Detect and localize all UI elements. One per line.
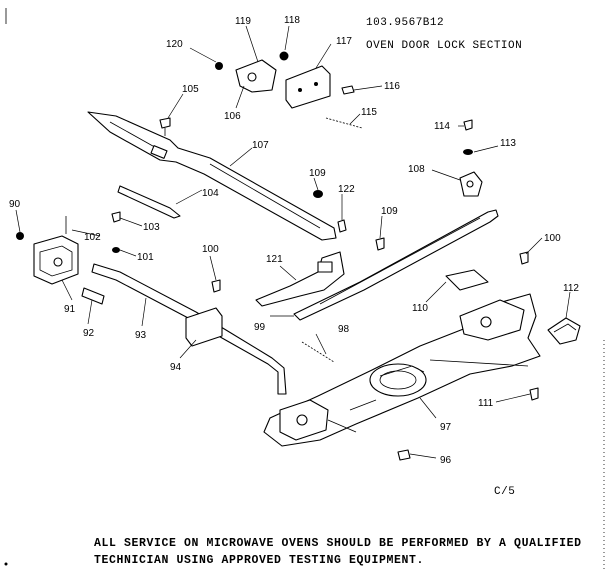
callout-96: 96: [440, 455, 452, 466]
callout-102: 102: [84, 232, 101, 243]
callout-118: 118: [284, 15, 300, 26]
part-112-cam-knob: [547, 317, 581, 345]
part-98-spring: [301, 341, 335, 363]
part-121-latch-bracket: [255, 251, 345, 307]
callout-120: 120: [166, 39, 183, 50]
part-122-screw: [337, 219, 347, 233]
part-103-screw: [111, 211, 121, 223]
callout-109-lower: 109: [381, 206, 398, 217]
callout-107: 107: [252, 140, 269, 151]
callout-119: 119: [235, 16, 251, 27]
callout-117: 117: [336, 36, 352, 47]
callout-100-right: 100: [544, 233, 561, 244]
callout-99: 99: [254, 322, 266, 333]
callout-116: 116: [384, 81, 400, 92]
callout-112: 112: [563, 283, 579, 294]
callout-93: 93: [135, 330, 147, 341]
part-109-screw-upper: [313, 190, 323, 198]
part-97-latch-base-plate: [263, 293, 541, 447]
callout-103: 103: [143, 222, 160, 233]
part-118-rivet: [279, 51, 289, 61]
callout-104: 104: [202, 188, 219, 199]
part-101-washer: [112, 247, 120, 253]
part-92-link: [81, 287, 105, 305]
callout-110: 110: [412, 303, 428, 314]
callout-105: 105: [182, 84, 199, 95]
callout-114: 114: [434, 121, 450, 132]
part-108-actuator: [459, 171, 483, 197]
part-96-screw: [397, 449, 411, 461]
part-116-screw: [341, 85, 355, 95]
footer-note-line1: ALL SERVICE ON MICROWAVE OVENS SHOULD BE…: [94, 537, 582, 550]
part-110-plate: [445, 269, 489, 291]
part-100-screw-right: [519, 251, 529, 265]
callout-108: 108: [408, 164, 425, 175]
callout-121: 121: [266, 254, 283, 265]
part-117-bracket: [285, 65, 331, 109]
part-107-door-lock-lever: [87, 111, 337, 241]
margin-dot: [4, 562, 8, 566]
callout-90: 90: [9, 199, 21, 210]
callout-106: 106: [224, 111, 241, 122]
callout-labels: 120 119 118 117 116 115 106 105 107 109 …: [9, 15, 579, 466]
part-94-guide-bracket: [185, 307, 223, 347]
model-number: 103.9567B12: [366, 17, 444, 29]
part-111-screw: [529, 387, 539, 401]
callout-100-left: 100: [202, 244, 219, 255]
callout-91: 91: [64, 304, 76, 315]
part-104-spring-strip: [117, 185, 181, 219]
section-title: OVEN DOOR LOCK SECTION: [366, 40, 522, 52]
callout-109-upper: 109: [309, 168, 326, 179]
callout-115: 115: [361, 107, 377, 118]
callout-97: 97: [440, 422, 452, 433]
part-120-screw: [215, 62, 223, 70]
callout-98: 98: [338, 324, 350, 335]
callout-113: 113: [500, 138, 516, 149]
part-109-screw-lower: [375, 237, 385, 251]
footer-note-line2: TECHNICIAN USING APPROVED TESTING EQUIPM…: [94, 554, 424, 567]
part-114-screw: [463, 119, 473, 131]
part-105-screw: [159, 117, 171, 136]
part-90-screw: [16, 232, 24, 240]
leader-lines: [15, 25, 571, 459]
callout-94: 94: [170, 362, 182, 373]
part-113-washer: [463, 149, 473, 155]
callout-122: 122: [338, 184, 355, 195]
page-code: C/5: [494, 486, 515, 498]
callout-92: 92: [83, 328, 95, 339]
callout-101: 101: [137, 252, 154, 263]
part-115-spring: [325, 117, 363, 129]
part-100-screw-left: [211, 279, 221, 293]
part-119-latch-cam: [235, 59, 277, 93]
part-99-interlock-bar: [293, 209, 499, 321]
part-91-interlock-switch: [33, 235, 79, 285]
callout-111: 111: [478, 398, 494, 409]
